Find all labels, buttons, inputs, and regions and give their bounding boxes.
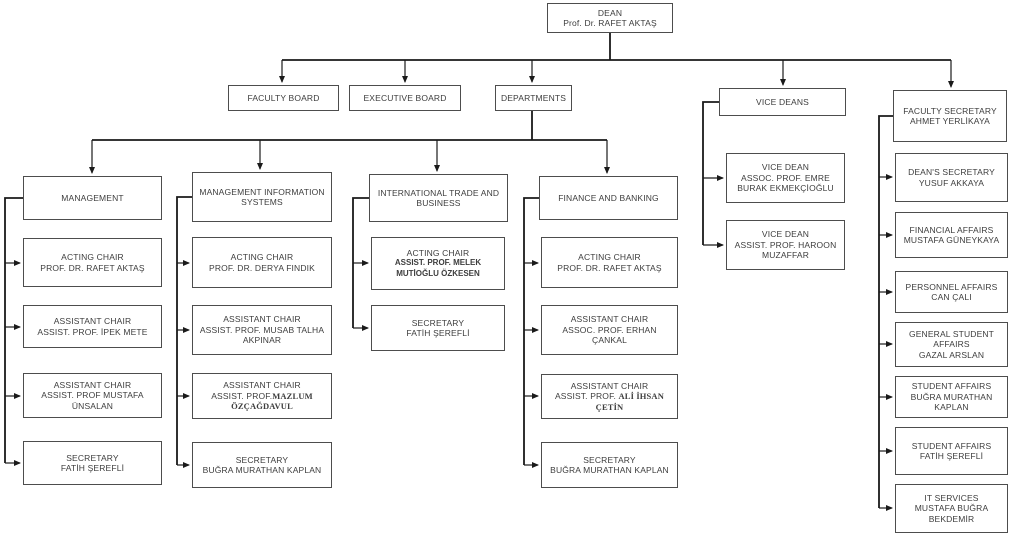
node-faculty-secretary: FACULTY SECRETARY AHMET YERLİKAYA [893,90,1007,142]
member-role: ACTING CHAIR [61,252,124,262]
member-name: ASSIST. PROF. HAROON MUZAFFAR [734,239,837,261]
node-vice-dean-1: VICE DEAN ASSOC. PROF. EMRE BURAK EKMEKÇ… [726,153,845,203]
node-mis-assistant-chair-2: ASSISTANT CHAIR ASSIST. PROF.MAZLUM ÖZÇA… [192,373,332,419]
member-role: SECRETARY [411,317,465,328]
node-dept-intl-trade: INTERNATIONAL TRADE AND BUSINESS [369,174,508,222]
node-management-acting-chair: ACTING CHAIR PROF. DR. RAFET AKTAŞ [23,238,162,287]
node-mis-acting-chair: ACTING CHAIR PROF. DR. DERYA FINDIK [192,237,332,288]
member-role: ACTING CHAIR [230,252,294,262]
member-role: SECRETARY [66,452,119,463]
departments-label: DEPARTMENTS [500,92,567,103]
member-name-prefix: ASSIST. PROF. [554,391,619,402]
node-general-student-affairs: GENERAL STUDENT AFFAIRS GAZAL ARSLAN [895,322,1008,367]
node-departments: DEPARTMENTS [495,85,572,111]
node-management-secretary: SECRETARY FATİH ŞEREFLİ [23,441,162,485]
member-role: ASSISTANT CHAIR [570,380,649,391]
node-management-assistant-chair-2: ASSISTANT CHAIR ASSIST. PROF MUSTAFA ÜNS… [23,373,162,418]
node-intl-trade-acting-chair: ACTING CHAIR ASSIST. PROF. MELEK MUTİOĞL… [371,237,505,290]
member-role: SECRETARY [235,454,289,465]
member-role: IT SERVICES [924,492,979,503]
member-name: ASSOC. PROF. EMRE BURAK EKMEKÇİOĞLU [737,172,834,194]
member-name: ASSIST. PROF.MAZLUM ÖZÇAĞDAVUL [196,391,328,412]
node-mis-secretary: SECRETARY BUĞRA MURATHAN KAPLAN [192,442,332,488]
member-name: MUSTAFA BUĞRA BEKDEMİR [914,503,989,524]
member-role: FINANCIAL AFFAIRS [909,224,994,235]
member-name-text: MAZLUM ÖZÇAĞDAVUL [231,390,313,412]
member-name: BUĞRA MURATHAN KAPLAN [910,391,993,413]
dept-finance-label: FINANCE AND BANKING [558,192,659,203]
dept-intl-trade-label: INTERNATIONAL TRADE AND BUSINESS [377,187,500,209]
dean-title: DEAN [597,7,623,18]
member-name: PROF. DR. RAFET AKTAŞ [557,262,662,273]
node-student-affairs-1: STUDENT AFFAIRS BUĞRA MURATHAN KAPLAN [895,376,1008,418]
member-name: ASSOC. PROF. ERHAN ÇANKAL [562,324,657,346]
member-role: PERSONNEL AFFAIRS [905,281,998,292]
member-role: ASSISTANT CHAIR [53,379,132,390]
node-dean: DEAN Prof. Dr. RAFET AKTAŞ [547,3,673,33]
dept-mis-label: MANAGEMENT INFORMATION SYSTEMS [199,186,325,208]
member-name: YUSUF AKKAYA [918,177,985,188]
member-name-text: ALİ İHSAN ÇETİN [595,391,665,412]
member-name: BUĞRA MURATHAN KAPLAN [550,465,669,475]
node-it-services: IT SERVICES MUSTAFA BUĞRA BEKDEMİR [895,484,1008,533]
vice-deans-label: VICE DEANS [756,96,809,107]
member-name: GAZAL ARSLAN [918,349,985,360]
dept-management-label: MANAGEMENT [61,192,124,203]
member-name: ASSIST. PROF. ALİ İHSAN ÇETİN [545,391,674,412]
member-role: ACTING CHAIR [406,247,470,258]
member-name: FATİH ŞEREFLİ [406,328,470,338]
node-dept-finance: FINANCE AND BANKING [539,176,678,220]
executive-board-label: EXECUTIVE BOARD [363,92,447,103]
member-role: STUDENT AFFAIRS [911,381,992,392]
node-deans-secretary: DEAN'S SECRETARY YUSUF AKKAYA [895,153,1008,202]
member-name: CAN ÇALI [931,292,972,302]
node-finance-assistant-chair-2: ASSISTANT CHAIR ASSIST. PROF. ALİ İHSAN … [541,374,678,419]
node-dept-management: MANAGEMENT [23,176,162,220]
member-role: STUDENT AFFAIRS [911,440,992,451]
faculty-board-label: FACULTY BOARD [247,92,320,103]
member-role: VICE DEAN [761,162,810,173]
node-vice-dean-2: VICE DEAN ASSIST. PROF. HAROON MUZAFFAR [726,220,845,270]
node-student-affairs-2: STUDENT AFFAIRS FATİH ŞEREFLİ [895,427,1008,475]
member-role: ASSISTANT CHAIR [53,316,132,326]
node-finance-assistant-chair-1: ASSISTANT CHAIR ASSOC. PROF. ERHAN ÇANKA… [541,305,678,355]
member-name: BUĞRA MURATHAN KAPLAN [202,465,322,475]
member-role: ACTING CHAIR [578,252,641,262]
member-name: ASSIST. PROF. MUSAB TALHA AKPINAR [199,324,325,346]
faculty-secretary-role: FACULTY SECRETARY [903,105,997,116]
member-role: VICE DEAN [761,229,810,240]
member-name: PROF. DR. DERYA FINDIK [209,262,315,273]
node-management-assistant-chair-1: ASSISTANT CHAIR ASSIST. PROF. İPEK METE [23,305,162,348]
node-vice-deans: VICE DEANS [719,88,846,116]
node-personnel-affairs: PERSONNEL AFFAIRS CAN ÇALI [895,271,1008,313]
member-name-prefix: ASSIST. PROF. [211,390,273,401]
member-name: FATİH ŞEREFLİ [919,451,984,461]
node-mis-assistant-chair-1: ASSISTANT CHAIR ASSIST. PROF. MUSAB TALH… [192,305,332,355]
node-finance-acting-chair: ACTING CHAIR PROF. DR. RAFET AKTAŞ [541,237,678,288]
node-executive-board: EXECUTIVE BOARD [349,85,461,111]
node-faculty-board: FACULTY BOARD [228,85,339,111]
member-role: DEAN'S SECRETARY [908,167,995,177]
member-name: MUSTAFA GÜNEYKAYA [903,235,1000,245]
member-name: ASSIST. PROF. MELEK MUTİOĞLU ÖZKESEN [394,258,482,278]
member-name: PROF. DR. RAFET AKTAŞ [40,262,145,273]
faculty-secretary-name: AHMET YERLİKAYA [909,116,991,126]
member-role: SECRETARY [583,454,636,465]
member-role: ASSISTANT CHAIR [223,314,301,325]
node-financial-affairs: FINANCIAL AFFAIRS MUSTAFA GÜNEYKAYA [895,212,1008,258]
dean-name: Prof. Dr. RAFET AKTAŞ [563,18,657,28]
node-intl-trade-secretary: SECRETARY FATİH ŞEREFLİ [371,305,505,351]
node-finance-secretary: SECRETARY BUĞRA MURATHAN KAPLAN [541,442,678,488]
node-dept-mis: MANAGEMENT INFORMATION SYSTEMS [192,172,332,222]
member-role: ASSISTANT CHAIR [223,380,301,391]
member-name: ASSIST. PROF. İPEK METE [37,326,148,337]
member-name: FATİH ŞEREFLİ [60,463,125,473]
member-name: ASSIST. PROF MUSTAFA ÜNSALAN [41,390,144,411]
member-role: GENERAL STUDENT AFFAIRS [908,328,995,350]
member-role: ASSISTANT CHAIR [570,314,649,325]
